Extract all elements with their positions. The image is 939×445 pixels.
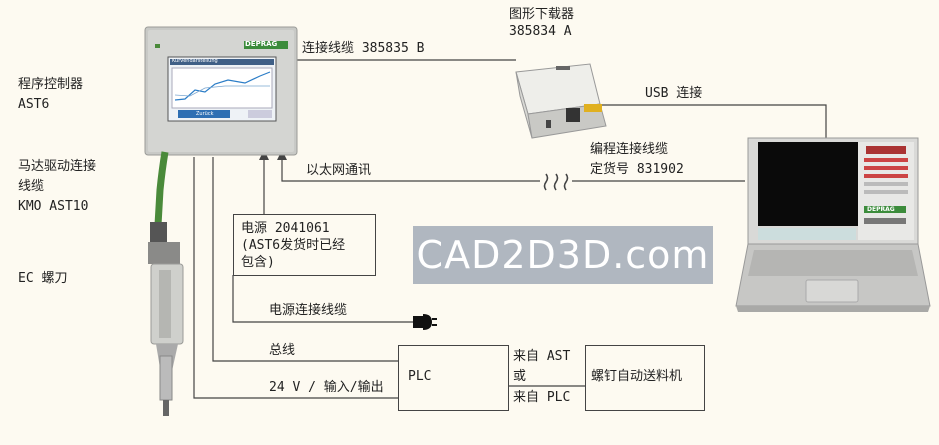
- screwdriver-label: EC 螺刀: [18, 270, 67, 287]
- downloader-model-label: 385834 A: [509, 23, 572, 40]
- downloader-title-label: 图形下载器: [509, 6, 574, 23]
- prog-cable-label-1: 编程连接线缆: [590, 141, 668, 158]
- screen-ok-button: Zurück: [196, 110, 213, 118]
- controller-brand: DEPRAG: [245, 39, 277, 49]
- power-plug-icon: [413, 314, 437, 330]
- from-plc-label: 来自 PLC: [513, 389, 570, 406]
- power-supply-label-3: 包含): [241, 254, 275, 271]
- controller-model-label: AST6: [18, 96, 49, 113]
- power-supply-label-2: (AST6发货时已经: [241, 237, 345, 254]
- usb-label: USB 连接: [645, 85, 702, 102]
- power-cable-label: 电源连接线缆: [269, 302, 347, 319]
- motor-cable-label-3: KMO AST10: [18, 198, 88, 215]
- motor-cable-label-2: 线缆: [18, 178, 44, 195]
- screen-chart-title: Kurvendarstellung: [172, 58, 218, 65]
- prog-cable-label-2: 定货号 831902: [590, 161, 684, 178]
- plc-label: PLC: [408, 368, 431, 385]
- laptop-brand: DEPRAG: [867, 205, 895, 214]
- watermark: CAD2D3D.com: [413, 226, 713, 284]
- laptop: [736, 138, 930, 312]
- power-supply-label-1: 电源 2041061: [241, 220, 330, 237]
- or-label: 或: [513, 368, 526, 385]
- controller-name-label: 程序控制器: [18, 76, 83, 93]
- io-label: 24 V / 输入/输出: [269, 379, 384, 396]
- cable-break-symbol: [545, 174, 568, 190]
- line-usb: [590, 105, 826, 138]
- ec-screwdriver: [148, 222, 183, 416]
- graphics-downloader: [516, 64, 606, 138]
- connection-cable-label: 连接线缆 385835 B: [302, 40, 424, 57]
- feeder-label: 螺钉自动送料机: [591, 368, 682, 385]
- from-ast-label: 来自 AST: [513, 348, 570, 365]
- controller-device: [145, 27, 297, 225]
- motor-cable-label-1: 马达驱动连接: [18, 158, 96, 175]
- bus-label: 总线: [269, 342, 295, 359]
- line-io: [194, 157, 398, 398]
- ethernet-label: 以太网通讯: [306, 162, 371, 179]
